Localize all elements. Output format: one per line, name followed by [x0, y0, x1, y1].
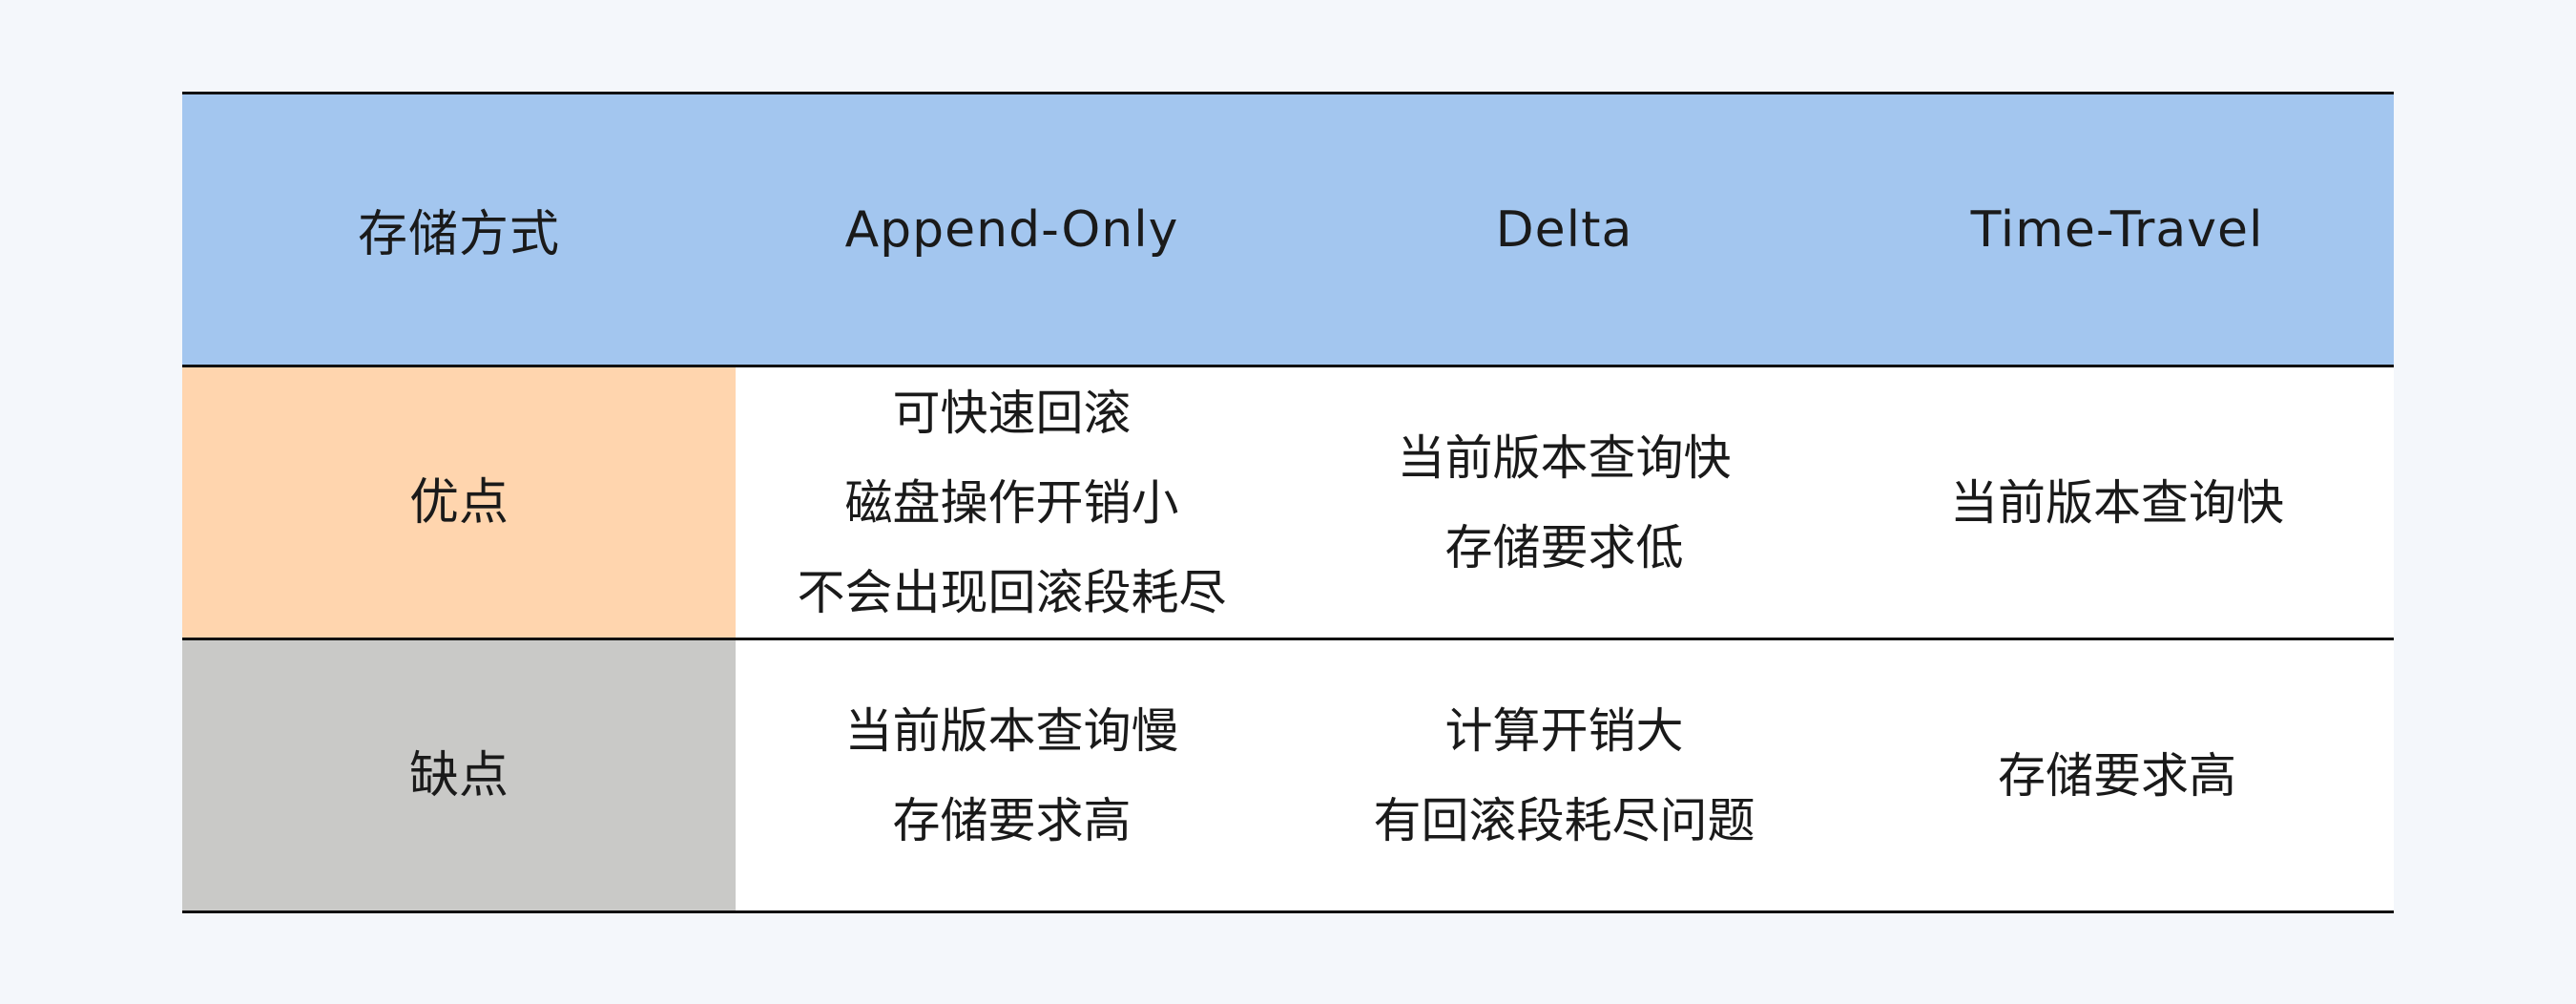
cell-line: 存储要求低	[1444, 519, 1684, 575]
pros-label: 优点	[182, 366, 736, 639]
cell-line: 当前版本查询慢	[844, 702, 1179, 759]
header-delta: Delta	[1288, 93, 1840, 366]
cell-line: 存储要求高	[892, 792, 1132, 848]
pros-time-travel-cell: 当前版本查询快	[1840, 366, 2394, 639]
pros-delta-cell: 当前版本查询快 存储要求低	[1288, 366, 1840, 639]
storage-comparison-table: 存储方式 Append-Only Delta Time-Travel 优点 可快…	[182, 92, 2394, 913]
cell-line: 磁盘操作开销小	[844, 474, 1179, 531]
cell-line: 当前版本查询快	[1397, 429, 1732, 486]
cons-row: 缺点 当前版本查询慢 存储要求高 计算开销大 有回滚段耗尽问题 存储要求高	[182, 638, 2394, 912]
pros-append-only-cell: 可快速回滚 磁盘操作开销小 不会出现回滚段耗尽	[736, 366, 1288, 639]
header-row: 存储方式 Append-Only Delta Time-Travel	[182, 93, 2394, 366]
cell-line: 存储要求高	[1998, 747, 2236, 804]
comparison-table-container: 存储方式 Append-Only Delta Time-Travel 优点 可快…	[182, 92, 2394, 913]
header-time-travel: Time-Travel	[1840, 93, 2394, 366]
cell-line: 不会出现回滚段耗尽	[797, 564, 1227, 620]
cell-line: 可快速回滚	[892, 385, 1132, 441]
cons-label: 缺点	[182, 638, 736, 912]
cell-line: 有回滚段耗尽问题	[1373, 792, 1755, 848]
cons-append-only-cell: 当前版本查询慢 存储要求高	[736, 638, 1288, 912]
cell-line: 计算开销大	[1444, 702, 1684, 759]
header-append-only: Append-Only	[736, 93, 1288, 366]
pros-row: 优点 可快速回滚 磁盘操作开销小 不会出现回滚段耗尽 当前版本查询快 存储要求低	[182, 366, 2394, 639]
cell-line: 当前版本查询快	[1950, 474, 2284, 531]
cons-delta-cell: 计算开销大 有回滚段耗尽问题	[1288, 638, 1840, 912]
header-storage-method: 存储方式	[182, 93, 736, 366]
cons-time-travel-cell: 存储要求高	[1840, 638, 2394, 912]
